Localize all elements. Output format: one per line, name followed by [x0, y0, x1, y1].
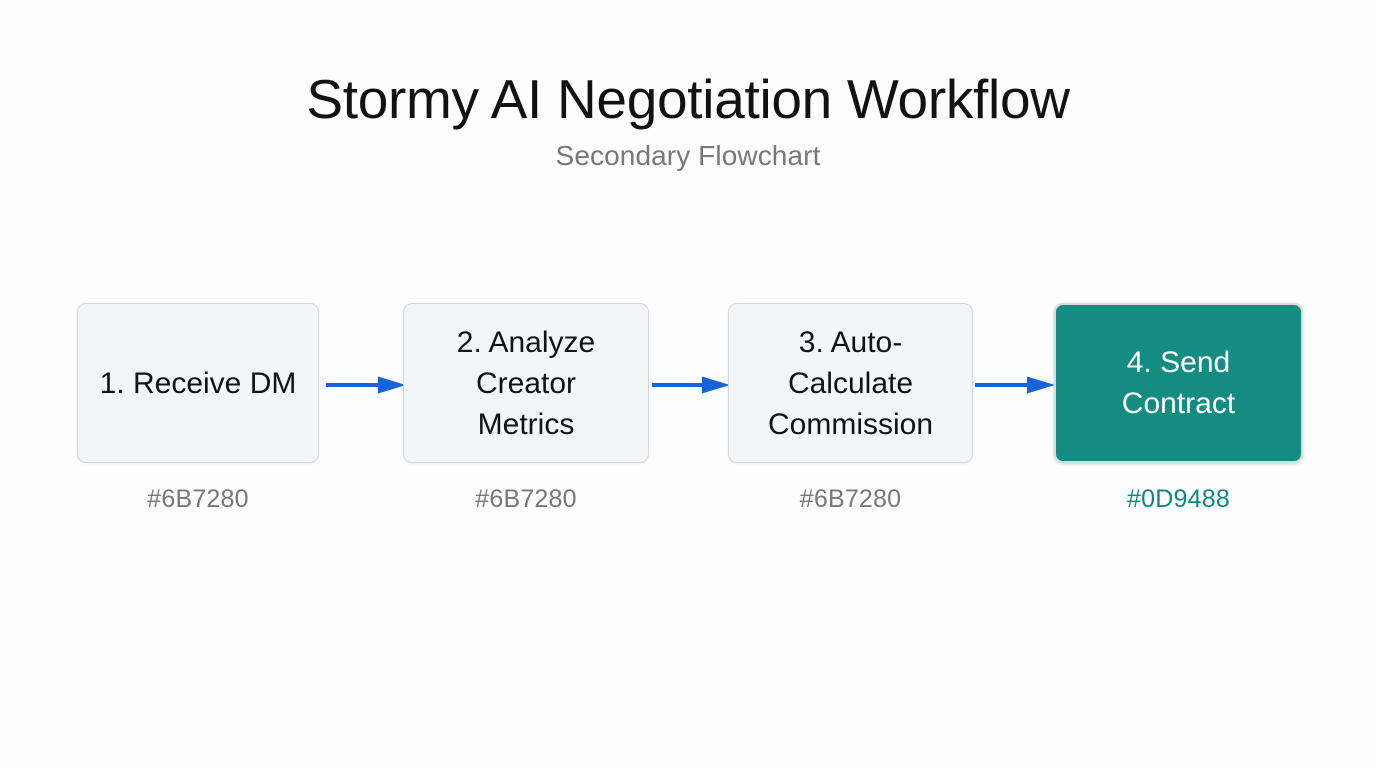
flow-node-3-box[interactable]: 3. Auto- Calculate Commission [728, 303, 973, 463]
flow-node-1-label: 1. Receive DM [99, 366, 297, 400]
connector-arrow-3 [975, 376, 1055, 394]
header-block: Stormy AI Negotiation Workflow Secondary… [0, 66, 1376, 173]
flow-node-1-box[interactable]: 1. Receive DM [77, 303, 319, 463]
flow-node-2-label: 2. Analyze Creator Metrics [456, 325, 596, 441]
flow-node-4-caption: #0D9488 [1127, 485, 1230, 513]
flow-node-3-caption: #6B7280 [799, 485, 902, 513]
flow-node-4-label: 4. Send Contract [1121, 346, 1236, 420]
flow-node-2[interactable]: 2. Analyze Creator Metrics #6B7280 [403, 303, 649, 514]
flow-node-3-label: 3. Auto- Calculate Commission [767, 325, 934, 441]
page-subtitle: Secondary Flowchart [555, 140, 821, 171]
flow-node-2-caption: #6B7280 [475, 485, 577, 513]
flow-node-4[interactable]: 4. Send Contract #0D9488 [1054, 303, 1303, 514]
flow-diagram: 1. Receive DM #6B7280 2. Analyze Creator… [77, 303, 1303, 533]
page-title: Stormy AI Negotiation Workflow [306, 68, 1070, 130]
connector-arrow-1 [326, 376, 406, 394]
flow-node-4-box[interactable]: 4. Send Contract [1054, 303, 1303, 463]
flow-node-2-box[interactable]: 2. Analyze Creator Metrics [403, 303, 649, 463]
flow-node-3[interactable]: 3. Auto- Calculate Commission #6B7280 [728, 303, 973, 514]
flow-node-1[interactable]: 1. Receive DM #6B7280 [77, 303, 319, 514]
flow-node-1-caption: #6B7280 [147, 485, 249, 513]
connector-arrow-2 [652, 376, 730, 394]
